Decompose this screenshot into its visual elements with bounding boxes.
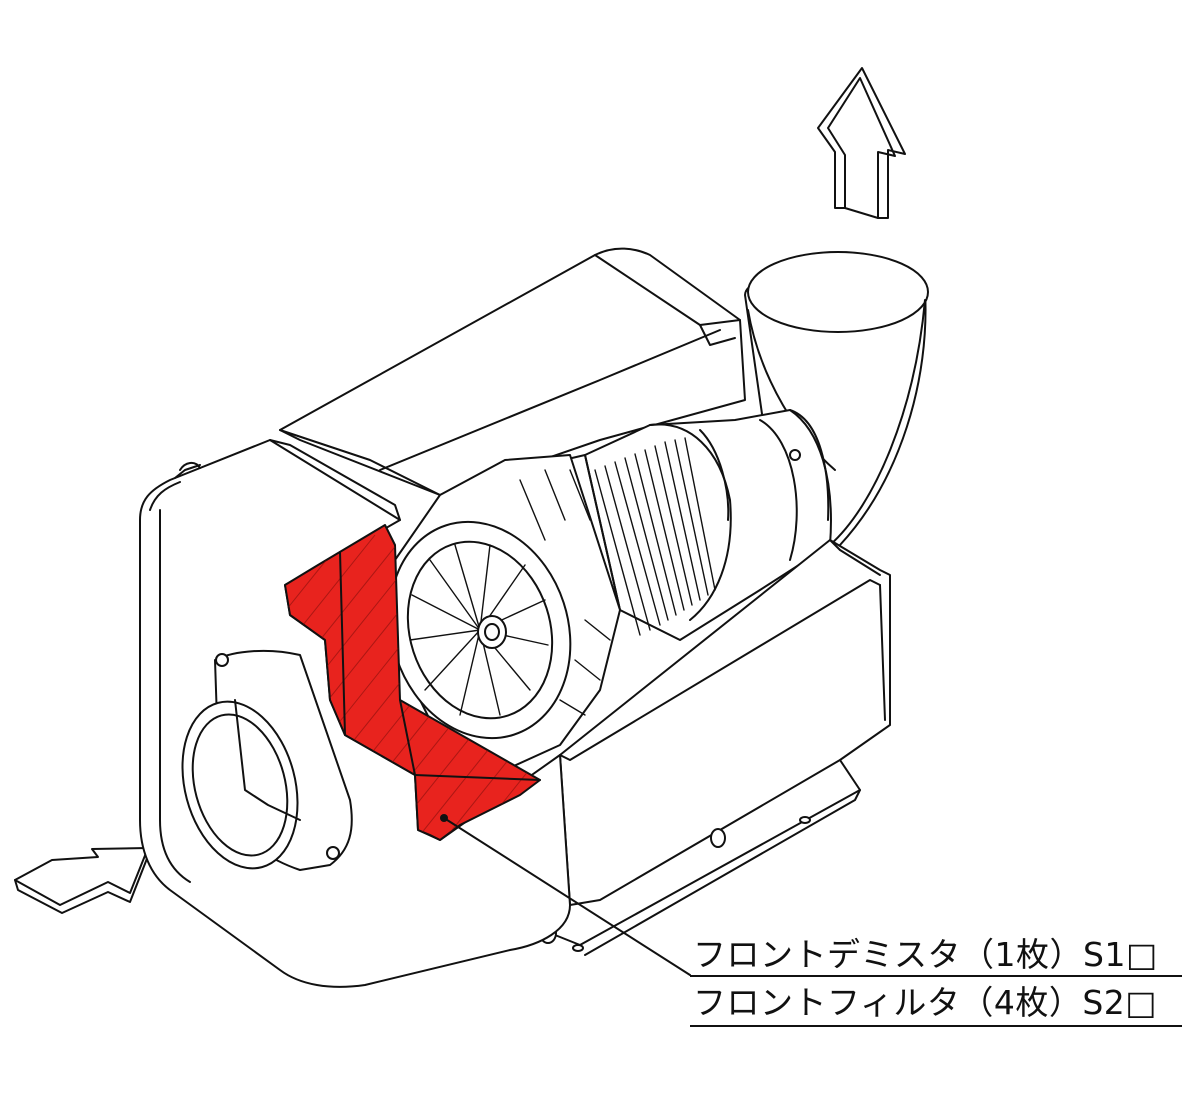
- housing-body: [279, 247, 746, 496]
- inlet-duct: [181, 649, 353, 871]
- bolt-icon: [789, 449, 801, 461]
- bolt-icon: [215, 653, 229, 667]
- callout-label-demister: フロントデミスタ（1枚）S1□: [693, 935, 1158, 974]
- bolt-icon: [326, 846, 340, 860]
- inlet-arrow-icon: [14, 847, 149, 914]
- callout-label-filter: フロントフィルタ（4枚）S2□: [693, 983, 1157, 1022]
- leader-line: [443, 817, 691, 976]
- outlet-duct: [744, 251, 929, 561]
- callout-rule-top: [690, 975, 1182, 977]
- motor: [519, 409, 832, 661]
- callout-rule-bottom: [690, 1025, 1182, 1027]
- outlet-arrow-icon: [817, 67, 906, 219]
- impeller: [388, 454, 621, 771]
